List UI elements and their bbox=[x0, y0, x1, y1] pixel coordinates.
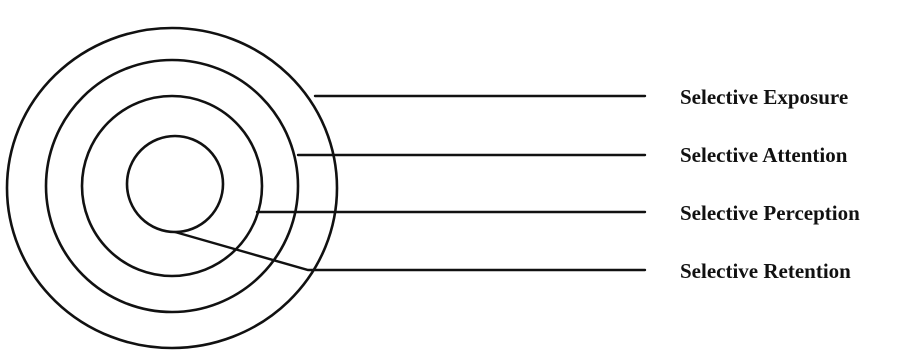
ring-second bbox=[46, 60, 298, 312]
concentric-rings bbox=[7, 28, 337, 348]
labels: Selective Exposure Selective Attention S… bbox=[680, 85, 860, 283]
leader-lines bbox=[175, 96, 645, 270]
ring-outer bbox=[7, 28, 337, 348]
ring-inner bbox=[127, 136, 223, 232]
label-selective-retention: Selective Retention bbox=[680, 259, 851, 283]
label-selective-perception: Selective Perception bbox=[680, 201, 860, 225]
label-selective-exposure: Selective Exposure bbox=[680, 85, 848, 109]
label-selective-attention: Selective Attention bbox=[680, 143, 848, 167]
